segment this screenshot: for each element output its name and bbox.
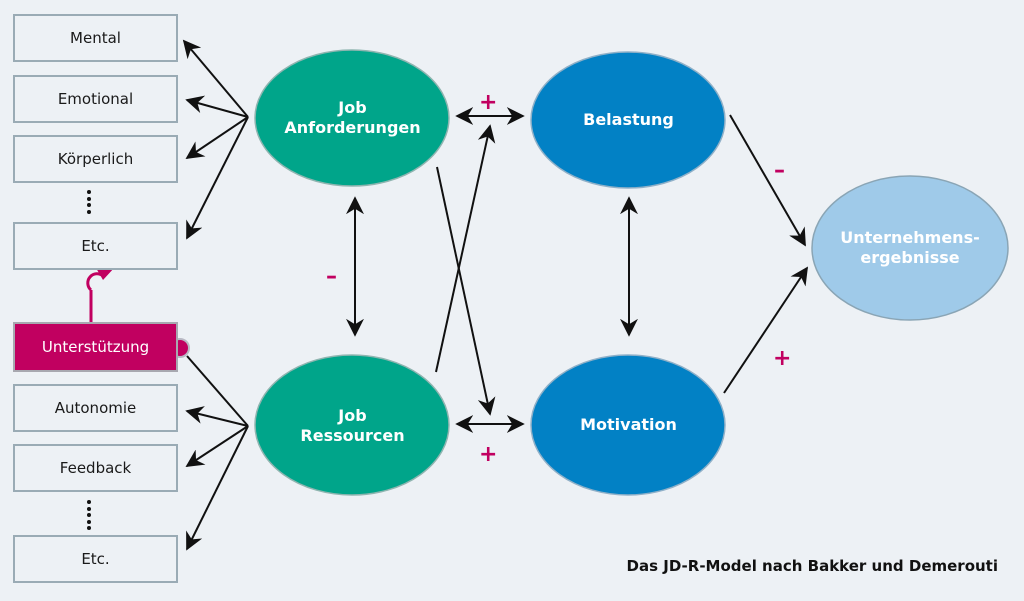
ellipsis-dots-demands: [86, 190, 92, 216]
job-demands-ellipse[interactable]: [254, 49, 450, 187]
job-resources-label: Job Ressourcen: [255, 388, 450, 464]
arrow-to-etc-demands: [186, 116, 249, 240]
ellipsis-dots-resources: [86, 500, 92, 533]
sign-demands-strain: +: [479, 90, 498, 115]
arrow-strain-outcomes: [729, 114, 806, 247]
sign-demands-resources: –: [326, 264, 337, 289]
motivation-label: Motivation: [580, 415, 677, 434]
support-feedback-loop: [86, 267, 115, 322]
job-resources-ellipse[interactable]: [254, 354, 450, 496]
job-demands-line1: Job: [338, 98, 367, 117]
resource-box-etc[interactable]: Etc.: [13, 535, 178, 583]
job-resources-line2: Ressourcen: [300, 426, 405, 445]
outcomes-ellipse[interactable]: [811, 175, 1009, 321]
arrow-to-emotional: [185, 95, 249, 118]
support-box[interactable]: Unterstützung: [13, 322, 178, 372]
demand-box-emotional[interactable]: Emotional: [13, 75, 178, 123]
arrow-motivation-outcomes: [723, 266, 808, 394]
outcomes-line2: ergebnisse: [860, 248, 960, 267]
arrow-to-autonomie: [185, 406, 249, 427]
resource-box-autonomie[interactable]: Autonomie: [13, 384, 178, 432]
line-to-support: [186, 355, 249, 427]
diagram-caption: Das JD-R-Model nach Bakker und Demerouti: [626, 557, 998, 575]
demand-box-etc[interactable]: Etc.: [13, 222, 178, 270]
outcomes-label: Unternehmens- ergebnisse: [812, 222, 1008, 274]
job-resources-line1: Job: [338, 406, 367, 425]
arrow-to-mental: [182, 39, 249, 118]
sign-resources-motivation: +: [479, 442, 498, 467]
job-demands-line2: Anforderungen: [284, 118, 421, 137]
job-demands-label: Job Anforderungen: [255, 80, 450, 156]
arrow-to-koerperlich: [185, 116, 249, 160]
arrow-demands-to-motivation: [436, 166, 496, 416]
arrow-to-etc-resources: [186, 425, 249, 551]
sign-strain-outcomes: –: [774, 158, 785, 183]
strain-ellipse[interactable]: [530, 51, 726, 189]
sign-motivation-outcomes: +: [773, 346, 792, 371]
motivation-ellipse[interactable]: [530, 354, 726, 496]
outcomes-line1: Unternehmens-: [840, 228, 980, 247]
resource-box-feedback[interactable]: Feedback: [13, 444, 178, 492]
arrow-to-feedback: [185, 425, 249, 467]
strain-label: Belastung: [583, 110, 674, 129]
demand-box-koerperlich[interactable]: Körperlich: [13, 135, 178, 183]
demand-box-mental[interactable]: Mental: [13, 14, 178, 62]
arrow-resources-to-strain: [435, 124, 496, 373]
